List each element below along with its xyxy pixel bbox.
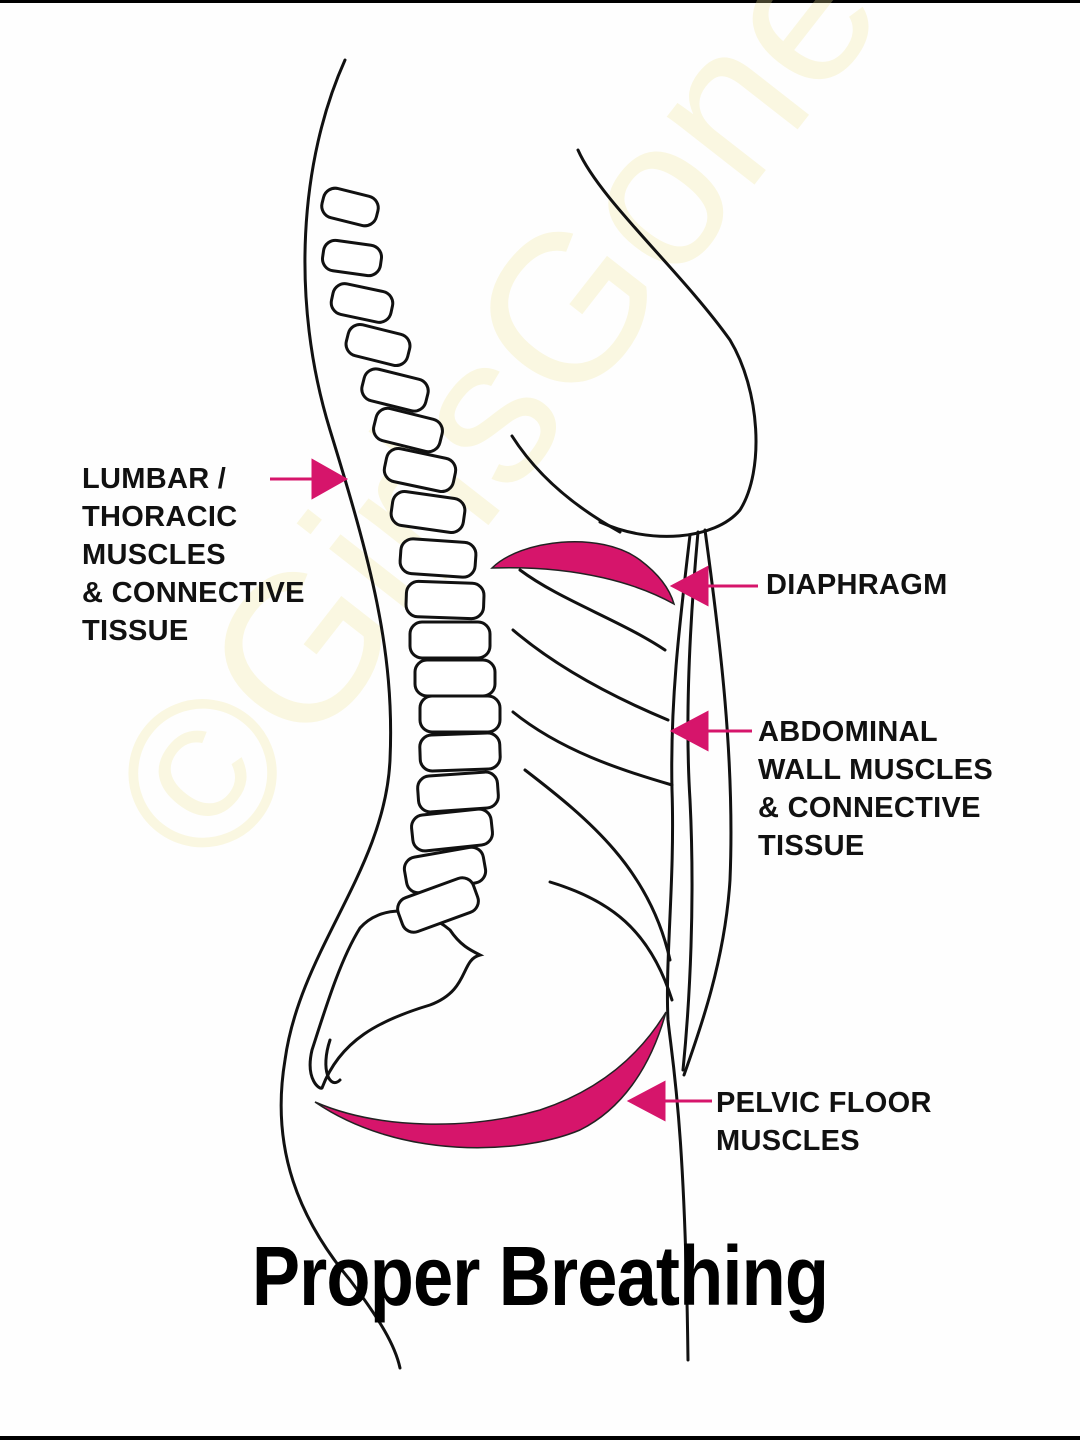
rib-5 <box>548 880 674 1002</box>
arrow-abdominal-icon <box>669 710 752 752</box>
vertebra <box>360 367 430 413</box>
front-line-inner <box>665 533 692 1362</box>
page-title: Proper Breathing <box>251 1229 829 1323</box>
pelvis-outline <box>308 909 485 1090</box>
arrow-diaphragm-icon <box>669 565 758 607</box>
vertebra <box>344 322 412 368</box>
chest-line <box>510 434 622 534</box>
vertebra <box>396 876 480 934</box>
body-outline <box>279 58 758 1370</box>
vertebra <box>418 694 502 734</box>
label-pelvic-floor: PELVIC FLOOR MUSCLES <box>716 1087 932 1157</box>
vertebra <box>398 537 478 579</box>
label-diaphragm: DIAPHRAGM <box>766 569 948 601</box>
vertebra <box>382 446 458 494</box>
vertebra <box>321 238 383 278</box>
diaphragm-shape <box>490 540 676 606</box>
pelvic-floor-shape <box>314 1011 667 1149</box>
muscle-highlights <box>314 540 676 1149</box>
back-outline <box>279 58 402 1370</box>
vertebra <box>404 579 486 621</box>
vertebra <box>413 658 497 698</box>
breast-outline <box>576 148 758 538</box>
rib-4 <box>523 768 672 962</box>
front-line-outer <box>681 530 700 1072</box>
bottom-border <box>0 1436 1080 1440</box>
arrow-lumbar-icon <box>270 458 349 500</box>
rib-2 <box>511 628 670 722</box>
top-border <box>0 0 1080 3</box>
vertebra <box>418 731 502 773</box>
vertebra <box>372 406 444 454</box>
rib-1 <box>518 568 667 652</box>
vertebra <box>408 620 492 660</box>
vertebra <box>389 490 467 534</box>
arrow-pelvic-icon <box>626 1080 712 1122</box>
vertebra <box>416 770 500 814</box>
label-abdominal-wall: ABDOMINAL WALL MUSCLES & CONNECTIVE TISS… <box>758 716 994 862</box>
arrows <box>270 458 758 1122</box>
label-lumbar-thoracic: LUMBAR / THORACIC MUSCLES & CONNECTIVE T… <box>82 463 305 647</box>
sacrum-line <box>324 1038 342 1084</box>
rib-3 <box>511 710 674 787</box>
vertebra <box>410 807 494 853</box>
spine <box>320 186 502 934</box>
vertebra <box>320 186 380 228</box>
front-line-abs <box>682 528 733 1077</box>
vertebra <box>329 282 395 324</box>
